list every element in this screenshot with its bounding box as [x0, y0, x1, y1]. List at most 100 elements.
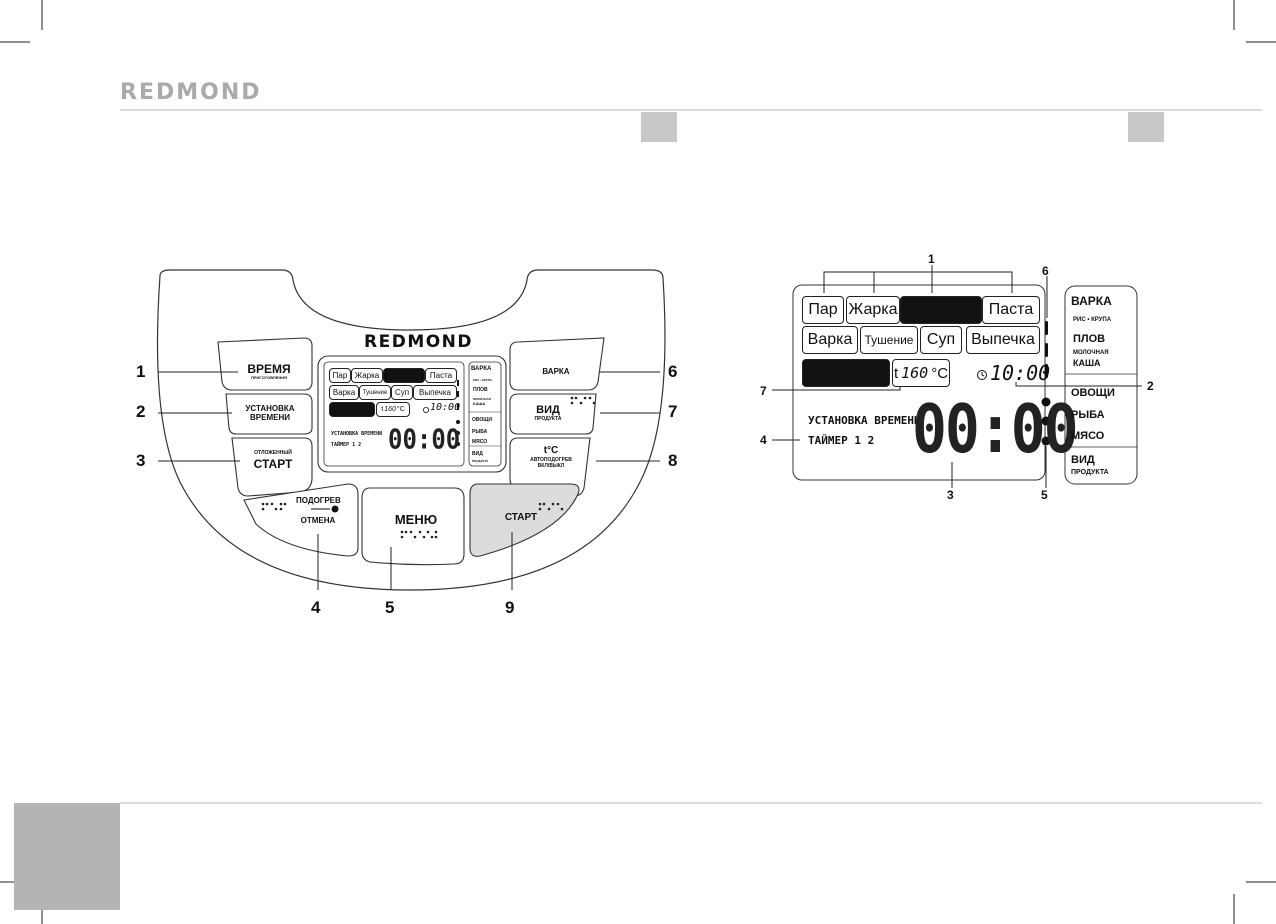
warm-title: ПОДОГРЕВ [296, 496, 341, 505]
status-dot-3 [1041, 436, 1051, 446]
panel-callout-1: 1 [136, 362, 146, 381]
lcd-small-level-3 [457, 404, 459, 410]
clock-hands [981, 372, 985, 377]
cooking-time-button[interactable]: ВРЕМЯ ПРИГОТОВЛЕНИЯ [232, 358, 306, 384]
braille-dots [261, 396, 596, 539]
warm-cancel-button[interactable]: ОТМЕНА [286, 514, 350, 528]
product-type-button[interactable]: ВИД ПРОДУКТА [520, 402, 576, 424]
program-par: Пар [802, 296, 844, 324]
lcd-small-product-ovoshchi: ОВОЩИ [472, 417, 492, 423]
level-bar-2 [1045, 343, 1048, 357]
clock-readout: 10:00 [990, 361, 1051, 385]
program-vypechka: Выпечка [966, 326, 1040, 354]
display-callout-1: 1 [928, 252, 935, 266]
product-ovoshchi: ОВОЩИ [1071, 387, 1115, 399]
button-outline-varka [509, 337, 605, 391]
lcd-small-program-4: Варка [329, 385, 359, 400]
set-time-subtitle: ВРЕМЕНИ [250, 412, 290, 422]
lcd-small-temp-unit: °C [396, 406, 405, 413]
button-outline-cooking-time [217, 337, 313, 391]
button-outline-set-time [225, 393, 313, 435]
panel-callout-5: 5 [385, 598, 395, 617]
product-type-title: ВИД [536, 403, 560, 416]
lcd-small-product-kasha-sub: МОЛОЧНАЯ [473, 397, 491, 401]
temperature-button[interactable]: t°C АВТОПОДОГРЕВ ВКЛ/ВЫКЛ [518, 442, 584, 472]
button-outline-warm-cancel [243, 483, 359, 557]
temperature-box: t 160 °C [892, 359, 950, 387]
status-dot-2 [1041, 416, 1051, 426]
program-varka: Варка [802, 326, 858, 354]
lcd-small-product-produkta: ПРОДУКТА [472, 459, 489, 463]
cooking-time-title: ВРЕМЯ [247, 361, 291, 376]
timer-indicator: ТАЙМЕР 1 2 [808, 434, 875, 447]
lcd-small-timer: ТАЙМЕР 1 2 [331, 442, 362, 448]
display-callout-3: 3 [947, 488, 954, 502]
lcd-small-product-vid: ВИД [472, 451, 483, 457]
panel-callout-8: 8 [668, 451, 678, 470]
lcd-product-column [468, 361, 502, 467]
lcd-small-program-dark-2 [329, 402, 375, 417]
set-time-indicator: УСТАНОВКА ВРЕМЕНИ [808, 414, 921, 427]
product-myaso: МЯСО [1071, 430, 1105, 442]
panel-callout-7: 7 [668, 402, 678, 421]
panel-callout-4: 4 [311, 598, 321, 617]
button-outline-product-type [509, 393, 597, 435]
set-time-title: УСТАНОВКА [245, 403, 295, 413]
lcd-small-program-2: Жарка [351, 368, 383, 383]
product-panel-frame [1064, 285, 1138, 485]
lcd-small-clock: 10:00 [430, 402, 461, 413]
product-kasha: КАША [1073, 358, 1101, 368]
button-outline-start [469, 483, 580, 557]
lcd-small-program-1: Пар [329, 368, 351, 383]
display-callout-4: 4 [760, 433, 767, 447]
lcd-small-temp-box: t 160 °C [376, 402, 410, 417]
autowarm-label: АВТОПОДОГРЕВ [530, 456, 572, 463]
program-zharka: Жарка [846, 296, 900, 324]
lcd-small-dot-2 [456, 431, 460, 435]
delayed-start-title: ОТЛОЖЕННЫЙ [254, 449, 292, 456]
temperature-value: 160 [901, 364, 929, 382]
product-varka: ВАРКА [1071, 294, 1112, 308]
display-callout-7: 7 [760, 384, 767, 398]
product-type-subtitle: ПРОДУКТА [534, 415, 562, 422]
delayed-start-button[interactable]: ОТЛОЖЕННЫЙ СТАРТ [238, 446, 308, 474]
start-label: СТАРТ [504, 512, 538, 523]
lcd-small-product-ris: РИС • КРУПА [473, 378, 493, 382]
lcd-small-set-time: УСТАНОВКА ВРЕМЕНИ [331, 431, 383, 437]
panel-callout-9: 9 [505, 598, 515, 617]
program-pasta: Паста [982, 296, 1040, 324]
display-callout-2: 2 [1147, 379, 1154, 393]
product-ryba: РЫБА [1071, 409, 1105, 421]
lcd-small-temp-value: 160 [384, 406, 396, 413]
temperature-unit: °C [931, 364, 949, 382]
set-time-button[interactable]: УСТАНОВКА ВРЕМЕНИ [234, 400, 306, 426]
lcd-small-product-varka: ВАРКА [471, 366, 492, 372]
menu-button[interactable]: МЕНЮ [376, 510, 456, 528]
level-bar-1 [1045, 321, 1048, 335]
clock-icon-small [422, 406, 429, 413]
product-kasha-subtitle: МОЛОЧНАЯ [1073, 350, 1109, 356]
varka-button[interactable]: ВАРКА [526, 364, 586, 380]
lcd-small-product-myaso: МЯСО [472, 439, 488, 445]
program-sup: Суп [920, 326, 962, 354]
clock-icon [977, 370, 987, 380]
product-type-list: ВАРКА РИС • КРУПА ПЛОВ МОЛОЧНАЯ КАША ОВО… [1065, 286, 1137, 484]
program-dark-slot-1 [900, 296, 982, 324]
warm-indicator-led [331, 505, 339, 513]
lcd-small-temp-prefix: t [381, 406, 384, 413]
panel-callout-3: 3 [136, 451, 146, 470]
lcd-small-program-3: Паста [425, 368, 457, 383]
display-callout-6: 6 [1042, 264, 1049, 278]
varka-label: ВАРКА [542, 367, 570, 376]
product-vid: ВИД [1071, 454, 1095, 466]
temperature-prefix: t [893, 364, 899, 382]
warm-cancel-label: ОТМЕНА [300, 516, 336, 525]
lcd-small-program-7: Выпечка [413, 385, 457, 400]
button-outline-menu [361, 487, 465, 566]
lcd-small-dot-1 [456, 420, 460, 424]
panel-callout-6: 6 [668, 362, 678, 381]
start-button[interactable]: СТАРТ [486, 510, 556, 526]
button-outline-delayed-start [231, 437, 313, 497]
delayed-start-subtitle: СТАРТ [253, 456, 293, 471]
panel-brand-logo: REDMOND [364, 332, 474, 352]
